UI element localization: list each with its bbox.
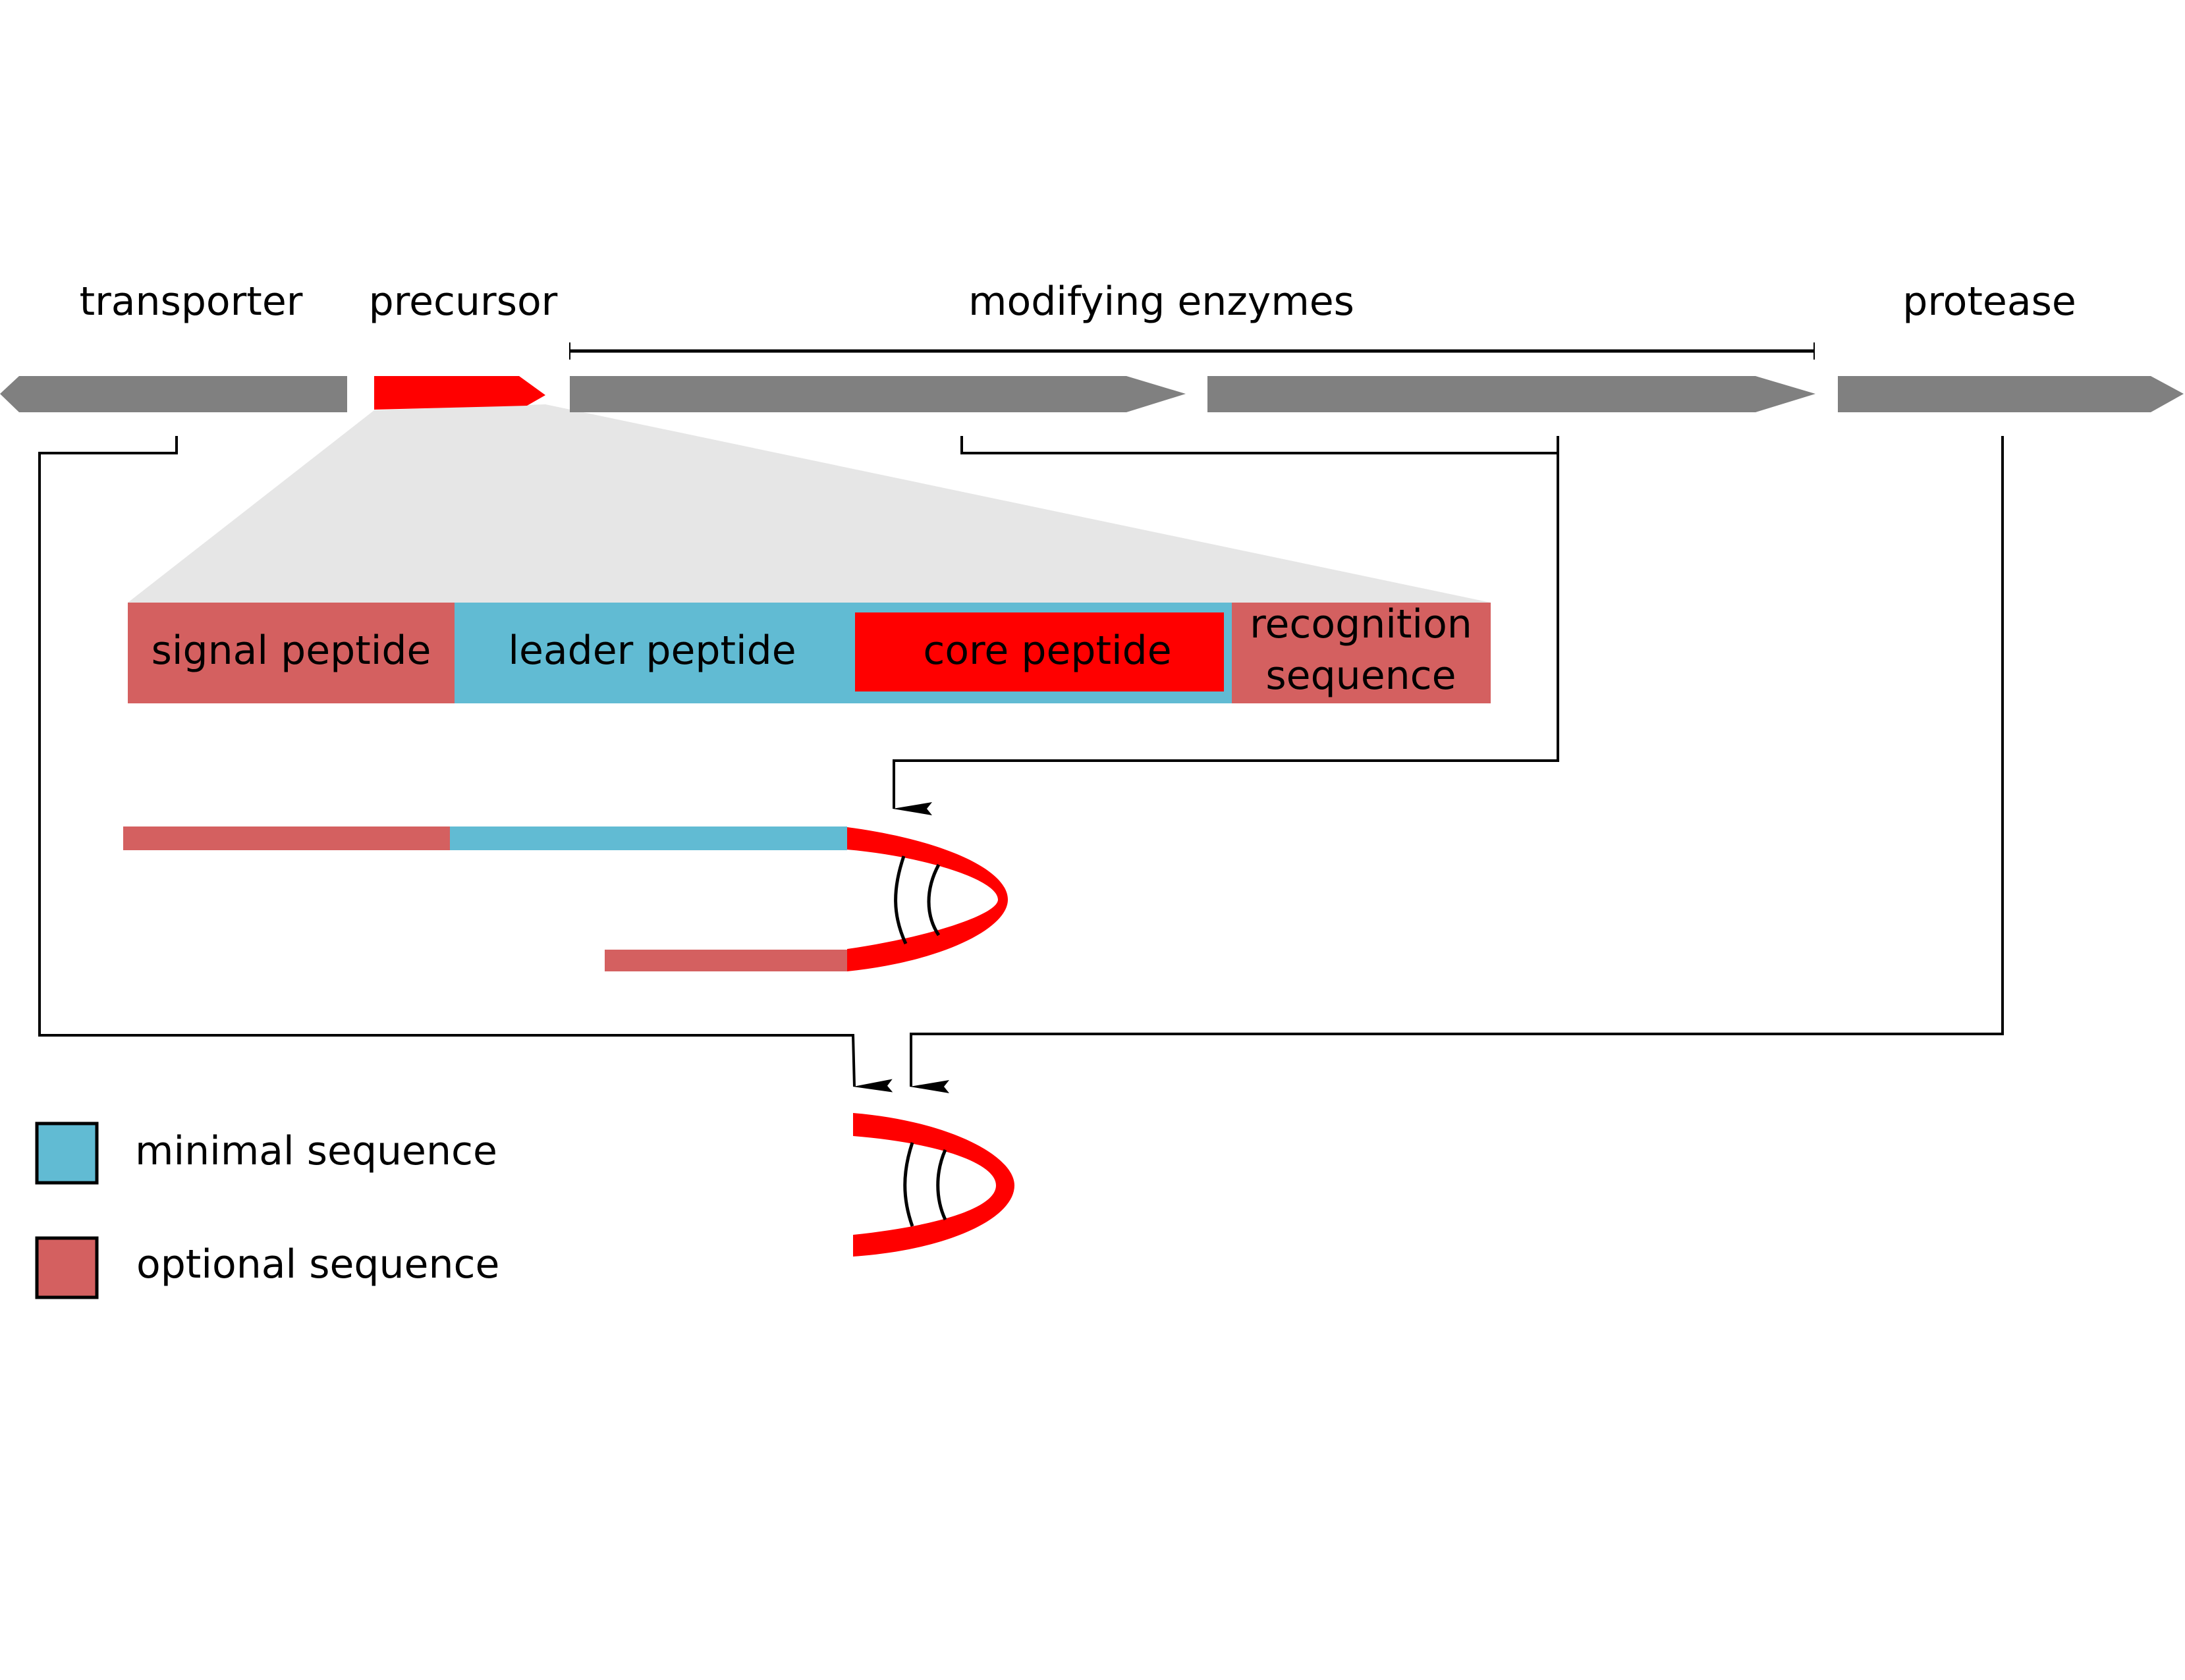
signal-peptide-label: signal peptide bbox=[152, 628, 431, 674]
recognition-label-line2: sequence bbox=[1265, 653, 1456, 699]
zoom-fan bbox=[128, 404, 1491, 603]
protease-label: protease bbox=[1902, 279, 2076, 325]
modified-precursor bbox=[123, 826, 1008, 971]
core-peptide-segment bbox=[855, 612, 1224, 691]
folded-core-ring bbox=[847, 827, 1008, 971]
recognition-sequence-segment bbox=[1232, 603, 1491, 703]
modifying-enzymes-bracket bbox=[569, 342, 1815, 360]
gene-arrow-modifying-enzyme-1 bbox=[570, 376, 1186, 412]
protease-connector bbox=[910, 436, 2004, 1093]
core-peptide-label: core peptide bbox=[923, 628, 1171, 674]
leader-peptide-label: leader peptide bbox=[508, 628, 796, 674]
mature-peptide bbox=[853, 1113, 1014, 1257]
legend-swatch-minimal bbox=[35, 1122, 99, 1185]
signal-peptide-segment bbox=[128, 603, 455, 703]
folded-recognition-segment bbox=[605, 950, 847, 971]
gene-arrow-transporter bbox=[0, 376, 347, 412]
crosslink-bond bbox=[936, 1149, 947, 1221]
gene-arrow-protease bbox=[1838, 376, 2184, 412]
legend: minimal sequence optional sequence bbox=[35, 1122, 499, 1299]
precursor-label: precursor bbox=[369, 279, 558, 325]
recognition-label-line1: recognition bbox=[1250, 601, 1472, 647]
modifying-enzymes-label: modifying enzymes bbox=[968, 279, 1354, 325]
gene-arrow-precursor bbox=[374, 376, 545, 410]
legend-label-minimal: minimal sequence bbox=[135, 1128, 497, 1174]
legend-label-optional: optional sequence bbox=[136, 1241, 499, 1287]
crosslink-bond bbox=[903, 1142, 914, 1227]
gene-arrow-modifying-enzyme-2 bbox=[1207, 376, 1815, 412]
modifying-enzymes-connector bbox=[960, 436, 1558, 454]
folded-signal-segment bbox=[123, 826, 450, 850]
folded-leader-segment bbox=[450, 826, 847, 850]
modification-arrow bbox=[893, 436, 1559, 815]
crosslink-bond bbox=[894, 855, 908, 945]
transporter-label: transporter bbox=[80, 279, 303, 325]
mature-core-ring bbox=[853, 1113, 1014, 1257]
crosslink-bond bbox=[927, 863, 941, 936]
legend-swatch-optional bbox=[35, 1236, 99, 1299]
transporter-connector bbox=[38, 436, 893, 1093]
